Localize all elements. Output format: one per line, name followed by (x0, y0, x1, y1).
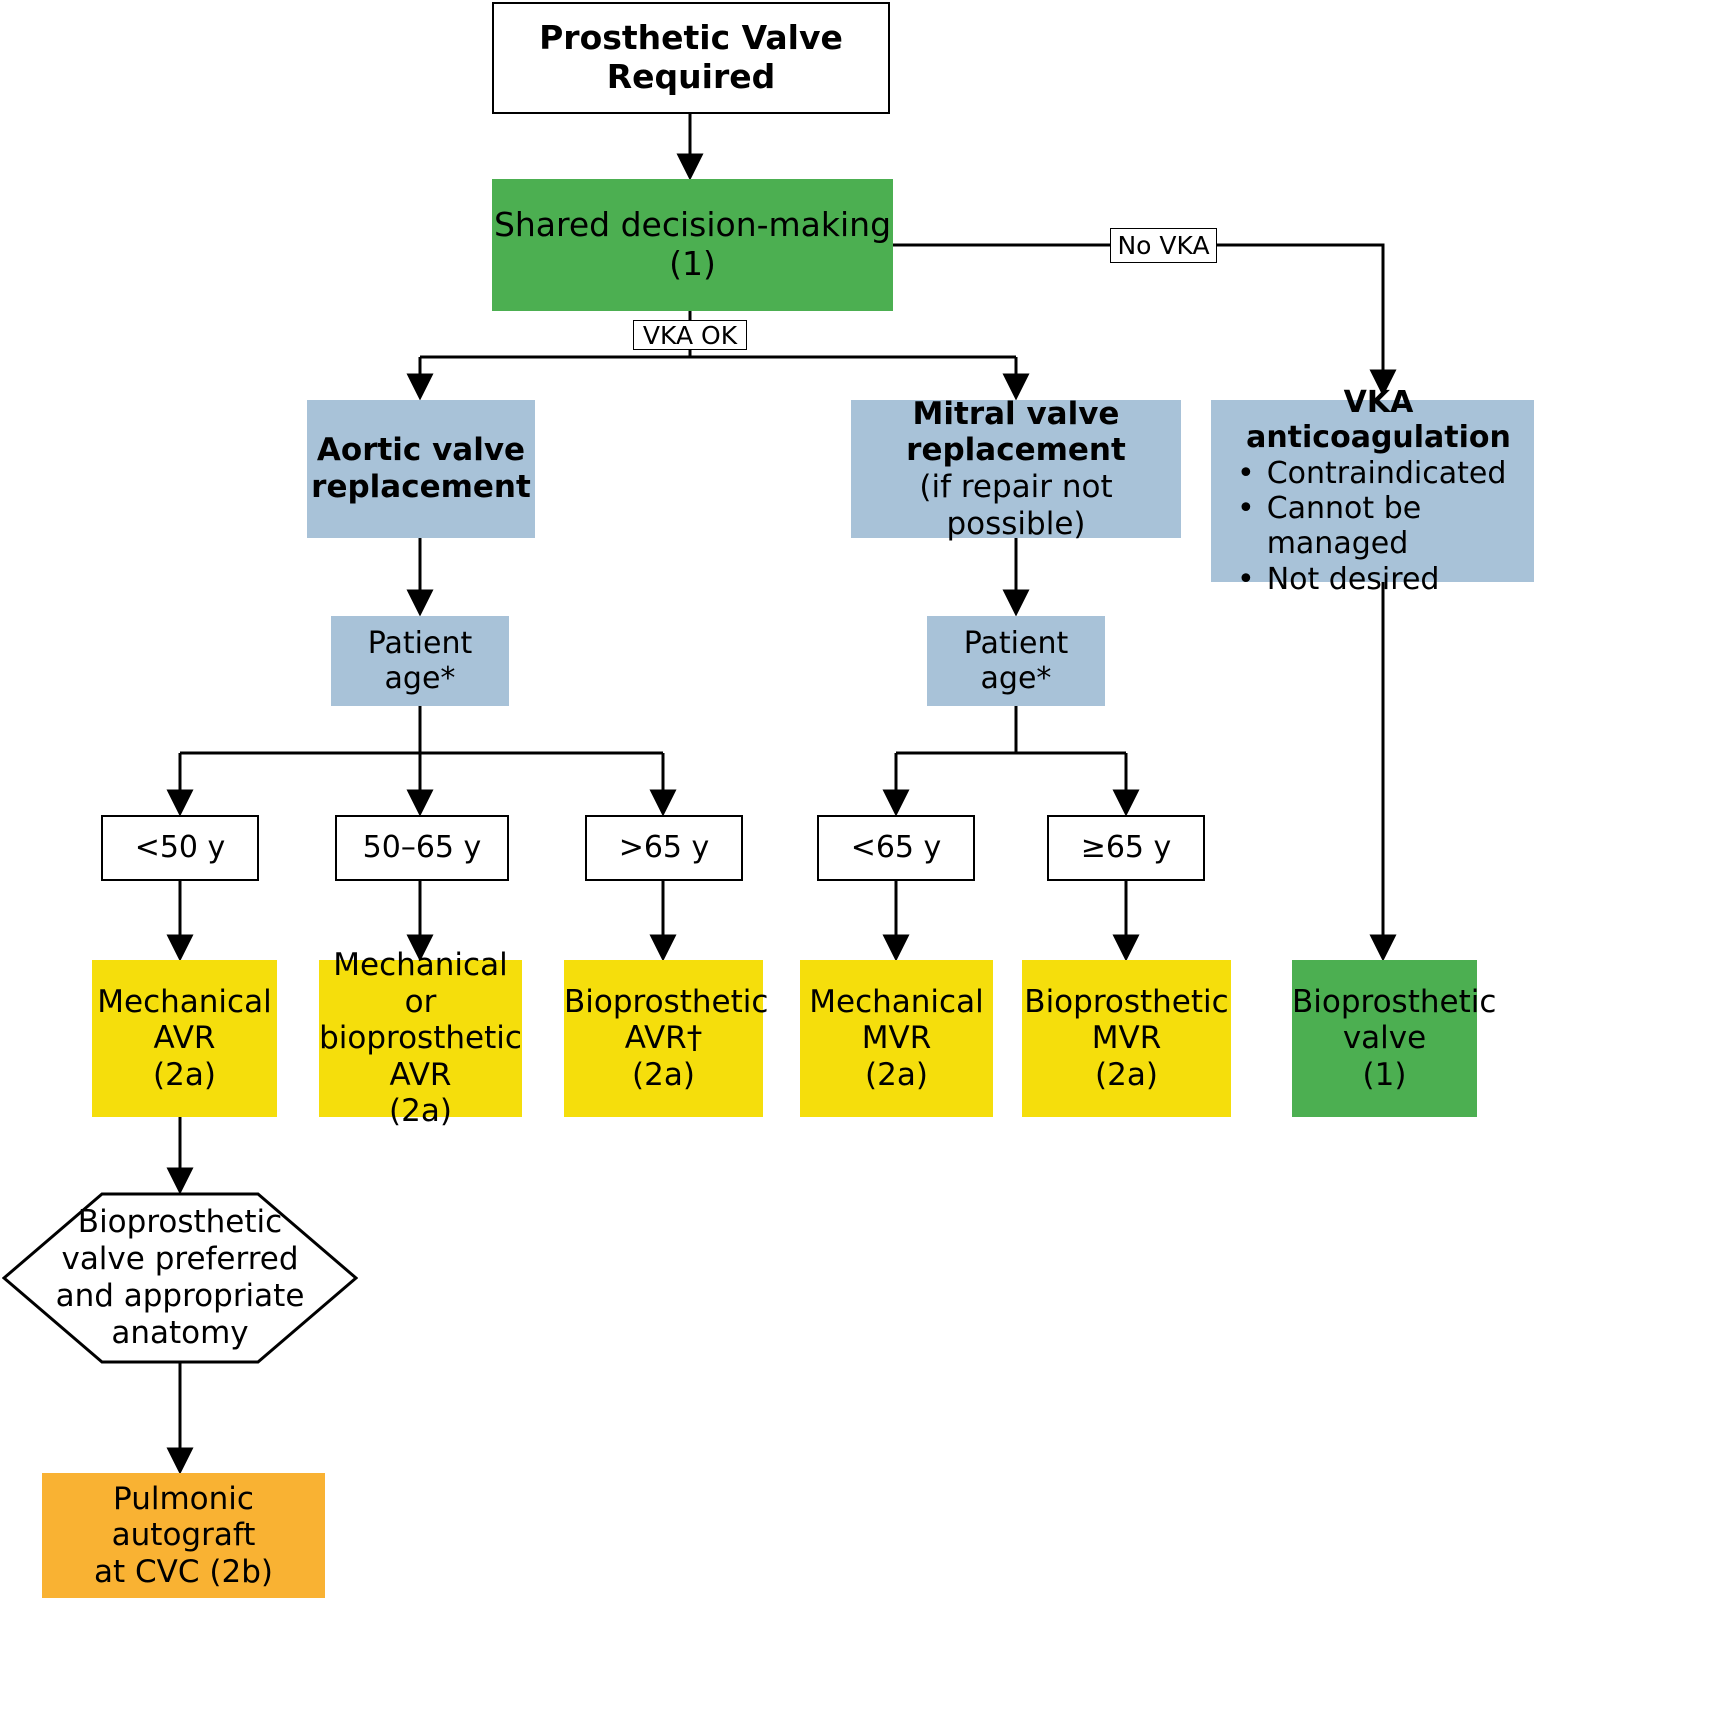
node-hexagon-line3: and appropriate (55, 1278, 305, 1314)
node-mitral-age-line1: Patient (963, 625, 1069, 661)
node-mech-or-bio-avr-line3: AVR (389, 1056, 452, 1093)
node-aortic-patient-age: Patient age* (331, 616, 509, 706)
node-vka-anticoag-bullet-0-text: Contraindicated (1266, 455, 1507, 491)
bullet-dot-icon: • (1237, 455, 1255, 491)
node-age-lt-65: <65 y (817, 815, 975, 881)
node-root-line1: Prosthetic Valve (539, 18, 843, 58)
node-shared-decision-label: Shared decision-making (1) (493, 205, 892, 283)
node-age-lt-50-label: <50 y (134, 830, 226, 866)
edge-label-no-vka: No VKA (1110, 228, 1217, 263)
node-mech-mvr-line1: Mechanical (809, 983, 984, 1020)
node-age-lt-50: <50 y (101, 815, 259, 881)
node-mech-avr-line1: Mechanical (97, 983, 272, 1020)
node-root-line2: Required (606, 57, 776, 96)
hexagon-shape (2, 1192, 358, 1364)
edge-label-vka-ok: VKA OK (633, 320, 747, 350)
node-mitral-line3: (if repair not possible) (919, 469, 1113, 542)
node-pulmonic-autograft: Pulmonic autograft at CVC (2b) (42, 1473, 325, 1598)
node-age-ge-65-label: ≥65 y (1080, 830, 1172, 866)
node-bio-mvr-line3: (2a) (1095, 1056, 1158, 1093)
bullet-dot-icon: • (1237, 561, 1255, 597)
node-bioprosthetic-preferred-hexagon: Bioprosthetic valve preferred and approp… (2, 1192, 358, 1364)
node-aortic-age-line2: age* (384, 661, 456, 696)
node-aortic-valve-replacement: Aortic valve replacement (307, 400, 535, 538)
node-bio-mvr-line2: MVR (1091, 1020, 1162, 1057)
node-age-gt-65-label: >65 y (618, 830, 710, 866)
node-bioprosthetic-valve: Bioprosthetic valve (1) (1292, 960, 1497, 1117)
node-vka-anticoag-bullet-2-text: Not desired (1266, 561, 1440, 597)
node-aortic-line2: replacement (311, 469, 531, 505)
edge-label-vka-ok-text: VKA OK (642, 320, 738, 350)
node-age-50-65-label: 50–65 y (362, 830, 482, 866)
node-mechanical-avr: Mechanical AVR (2a) (92, 960, 277, 1117)
node-mechanical-mvr: Mechanical MVR (2a) (800, 960, 993, 1117)
node-bio-valve-line3: (1) (1362, 1056, 1407, 1093)
node-vka-anticoag-bullet-0: • Contraindicated (1231, 456, 1526, 491)
node-mech-or-bio-avr-line4: (2a) (389, 1093, 452, 1130)
node-aortic-line1: Aortic valve (316, 432, 526, 469)
node-vka-anticoag-title: VKA anticoagulation (1246, 384, 1511, 456)
node-prosthetic-valve-required: Prosthetic Valve Required (492, 2, 890, 114)
node-bio-avr-line2: AVR† (624, 1020, 703, 1057)
node-vka-anticoag-bullet-2: • Not desired (1231, 562, 1526, 597)
node-bio-avr-line1: Bioprosthetic (564, 983, 769, 1020)
hexagon-text: Bioprosthetic valve preferred and approp… (2, 1192, 358, 1364)
node-mitral-age-line2: age* (980, 661, 1052, 696)
node-hexagon-line4: anatomy (111, 1315, 249, 1352)
edge-label-no-vka-text: No VKA (1117, 231, 1210, 260)
node-bioprosthetic-mvr: Bioprosthetic MVR (2a) (1022, 960, 1231, 1117)
node-vka-anticoag-bullet-1-text: Cannot be managed (1266, 491, 1422, 562)
node-mitral-line2: replacement (906, 432, 1126, 469)
node-mech-or-bio-avr-line2: bioprosthetic (319, 1020, 522, 1057)
node-mech-or-bio-avr-line1: Mechanical or (333, 947, 508, 1020)
node-hexagon-line2: valve preferred (61, 1240, 299, 1277)
node-vka-anticoagulation: VKA anticoagulation • Contraindicated • … (1211, 385, 1534, 597)
node-age-gt-65: >65 y (585, 815, 743, 881)
node-mech-mvr-line3: (2a) (865, 1056, 928, 1093)
node-pulmonic-line2: at CVC (2b) (94, 1553, 273, 1590)
node-bio-valve-line2: valve (1342, 1020, 1427, 1057)
node-bio-avr-line3: (2a) (632, 1056, 695, 1093)
node-aortic-age-line1: Patient (367, 625, 473, 661)
node-mech-avr-line3: (2a) (153, 1056, 216, 1093)
node-mitral-valve-replacement: Mitral valve replacement (if repair not … (851, 396, 1181, 542)
node-pulmonic-line1: Pulmonic autograft (111, 1480, 256, 1554)
node-age-ge-65: ≥65 y (1047, 815, 1205, 881)
node-bio-valve-line1: Bioprosthetic (1292, 983, 1497, 1020)
node-hexagon-line1: Bioprosthetic (77, 1203, 283, 1240)
bullet-dot-icon: • (1237, 491, 1255, 526)
node-mitral-patient-age: Patient age* (927, 616, 1105, 706)
node-age-50-65: 50–65 y (335, 815, 509, 881)
node-mech-mvr-line2: MVR (861, 1020, 932, 1057)
node-mitral-line1: Mitral valve (912, 395, 1120, 432)
node-shared-decision-making: Shared decision-making (1) (492, 179, 893, 311)
node-bioprosthetic-avr: Bioprosthetic AVR† (2a) (564, 960, 769, 1117)
node-bio-mvr-line1: Bioprosthetic (1024, 983, 1229, 1020)
node-mech-avr-line2: AVR (153, 1020, 216, 1057)
node-mechanical-or-bioprosthetic-avr: Mechanical or bioprosthetic AVR (2a) (319, 947, 522, 1129)
node-age-lt-65-label: <65 y (850, 830, 942, 866)
node-vka-anticoag-bullet-1: • Cannot be managed (1231, 491, 1526, 562)
